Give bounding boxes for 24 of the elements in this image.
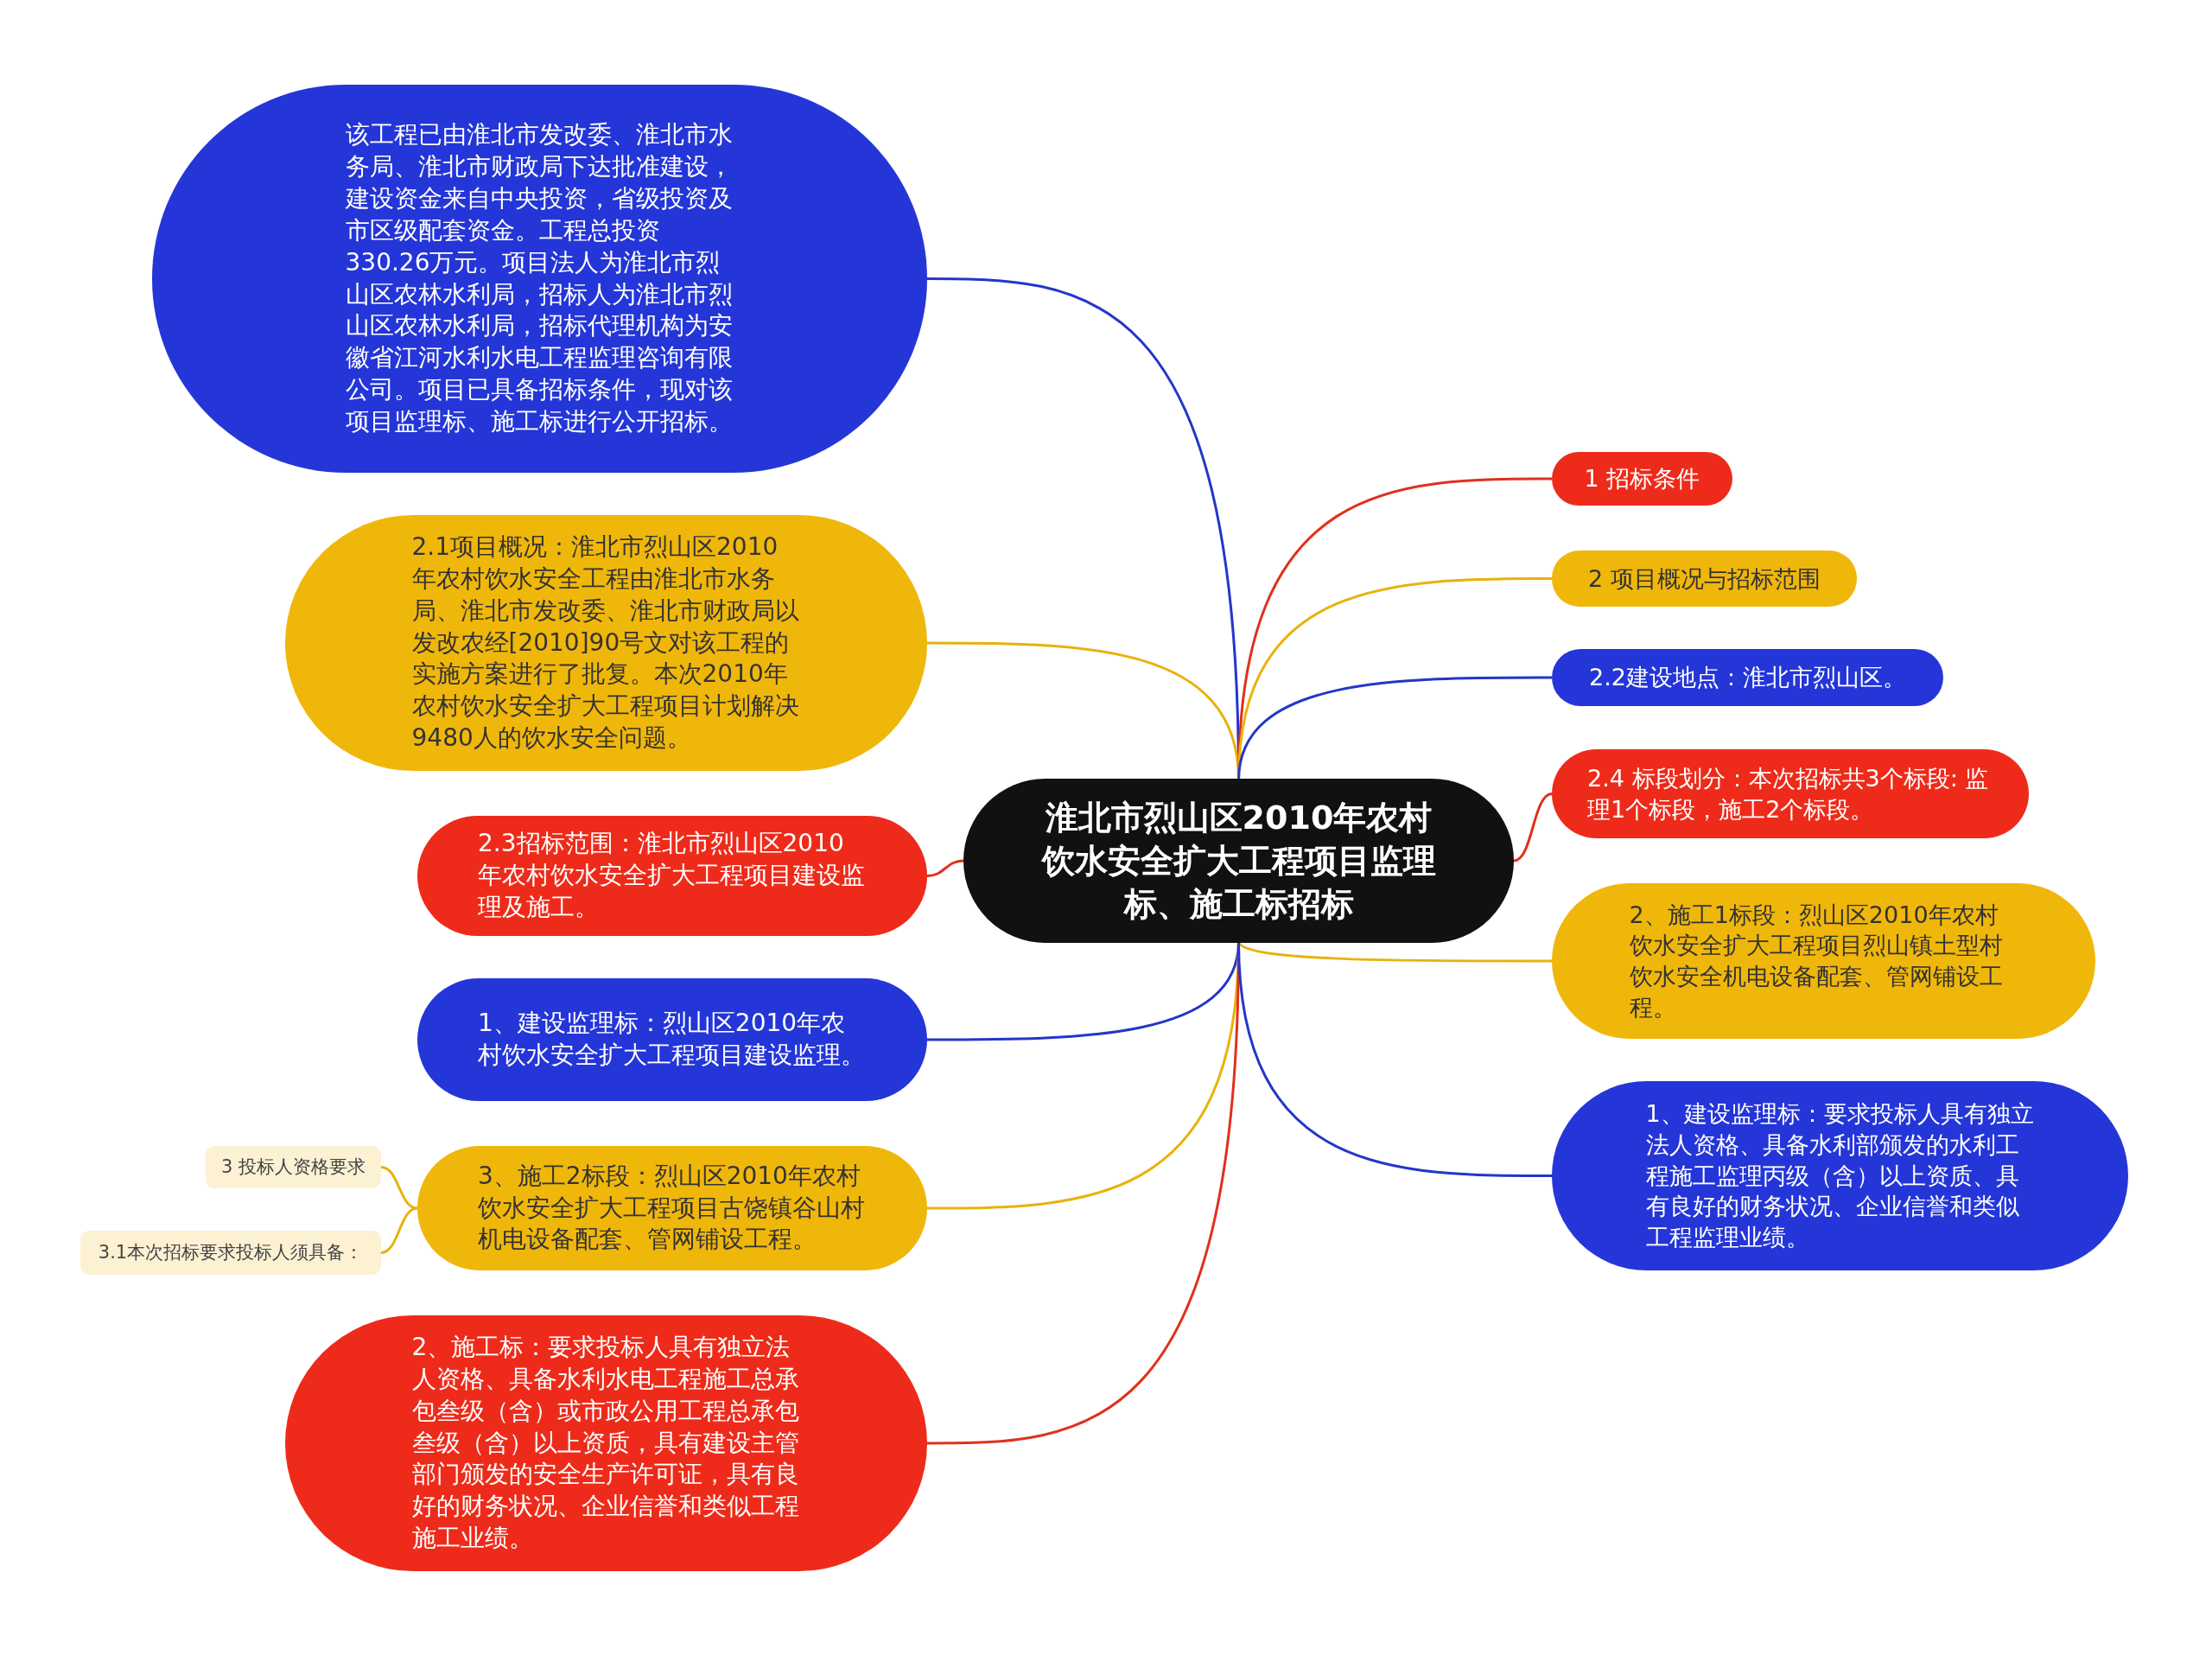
- node-text: 3 投标人资格要求: [219, 1155, 366, 1179]
- connector-line: [926, 859, 964, 877]
- node-text: 淮北市烈山区2010年农村饮水安全扩大工程项目监理标、施工标招标: [1040, 797, 1437, 926]
- node-text: 2、施工标：要求投标人具有独立法人资格、具备水利水电工程施工总承包叁级（含）或市政公用工程总承包叁级（含）以上资质，具有建设主管部门颁发的安全生产许可证，具有良好的财务状况、企业信誉和类似工程施工业绩。: [411, 1331, 800, 1555]
- connector-line: [1237, 676, 1552, 781]
- node-text: 2、施工1标段：烈山区2010年农村饮水安全扩大工程项目烈山镇土型村饮水安全机电设备配套、管网铺设工程。: [1629, 900, 2004, 1022]
- connector-line: [380, 1166, 418, 1210]
- node-text: 2.1项目概况：淮北市烈山区2010年农村饮水安全工程由淮北市水务局、淮北市发改委、淮北市财政局以发改农经[2010]90号文对该工程的实施方案进行了批复。本次2010年农村饮水安全扩大工程项目计划解决9480人的饮水安全问题。: [411, 531, 800, 754]
- node-text: 1、建设监理标：要求投标人具有独立法人资格、具备水利部颁发的水利工程施工监理丙级（含）以上资质、具有良好的财务状况、企业信誉和类似工程监理业绩。: [1645, 1099, 2035, 1252]
- connector-line: [1237, 940, 1552, 963]
- connector-line: [1237, 940, 1552, 1177]
- connector-line: [1513, 792, 1553, 863]
- node-text: 2.4 标段划分：本次招标共3个标段: 监理1个标段，施工2个标段。: [1587, 763, 1990, 824]
- subtopic-label-node: [80, 1231, 381, 1275]
- subtopic-label-node: [206, 1146, 381, 1188]
- node-text: 2 项目概况与招标范围: [1587, 563, 1821, 594]
- node-text: 2.2建设地点：淮北市烈山区。: [1588, 663, 1907, 693]
- node-text: 1 招标条件: [1583, 464, 1701, 494]
- connector-line: [380, 1206, 418, 1254]
- node-text: 1、建设监理标：烈山区2010年农村饮水安全扩大工程项目建设监理。: [478, 1008, 866, 1071]
- node-text: 3、施工2标段：烈山区2010年农村饮水安全扩大工程项目古饶镇谷山村机电设备配套、管网铺设工程。: [478, 1160, 866, 1256]
- node-text: 该工程已由淮北市发改委、淮北市水务局、淮北市财政局下达批准建设，建设资金来自中央投资，省级投资及市区级配套资金。工程总投资330.26万元。项目法人为淮北市烈山区农林水利局，招标人为淮北市烈山区农林水利局，招标代理机构为安徽省江河水利水电工程监理咨询有限公司。项目已具备招标条件，现对该项目监理标、施工标进行公开招标。: [345, 118, 734, 438]
- node-text: 2.3招标范围：淮北市烈山区2010年农村饮水安全扩大工程项目建设监理及施工。: [478, 828, 866, 923]
- node-text: 3.1本次招标要求投标人须具备：: [97, 1240, 365, 1264]
